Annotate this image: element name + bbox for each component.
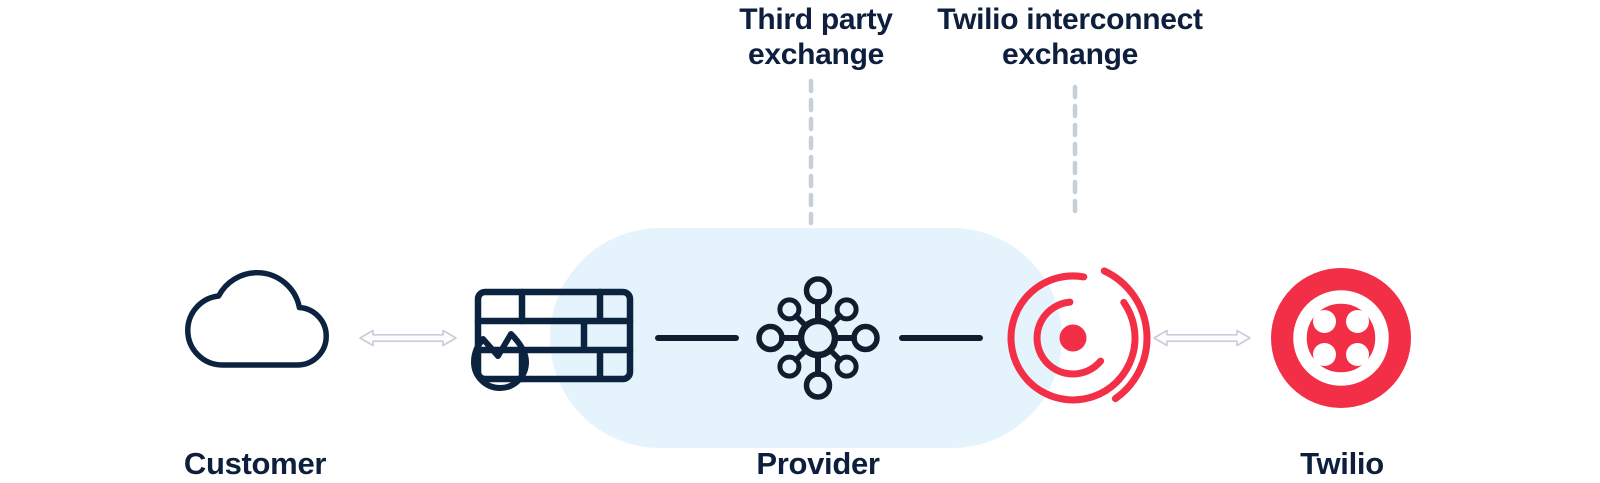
interconnect-icon (1007, 267, 1151, 404)
cloud-icon (185, 269, 329, 368)
firewall-icon (471, 288, 634, 391)
hub-icon (756, 276, 880, 400)
customer-firewall-arrow (359, 329, 457, 347)
twilio-interconnect-dashed-leader (1072, 84, 1078, 222)
third-party-exchange-line1: Third party (739, 3, 893, 36)
twilio-interconnect-exchange-label: Twilio interconnect exchange (937, 2, 1203, 72)
twilio-interconnect-exchange-line1: Twilio interconnect (937, 3, 1203, 36)
third-party-exchange-label: Third party exchange (739, 2, 893, 72)
twilio-interconnect-exchange-line2: exchange (1002, 38, 1138, 71)
third-party-exchange-line2: exchange (747, 38, 884, 71)
provider-label: Provider (756, 446, 880, 481)
interconnect-twilio-arrow (1153, 329, 1251, 347)
customer-label: Customer (183, 446, 327, 481)
third-party-dashed-leader (808, 78, 814, 226)
twilio-label: Twilio (1300, 446, 1384, 481)
firewall-hub-connector (655, 335, 739, 341)
interconnect-center-dot (1059, 324, 1087, 352)
flame-icon (471, 331, 529, 391)
twilio-logo-icon (1271, 268, 1411, 408)
hub-interconnect-connector (899, 335, 983, 341)
